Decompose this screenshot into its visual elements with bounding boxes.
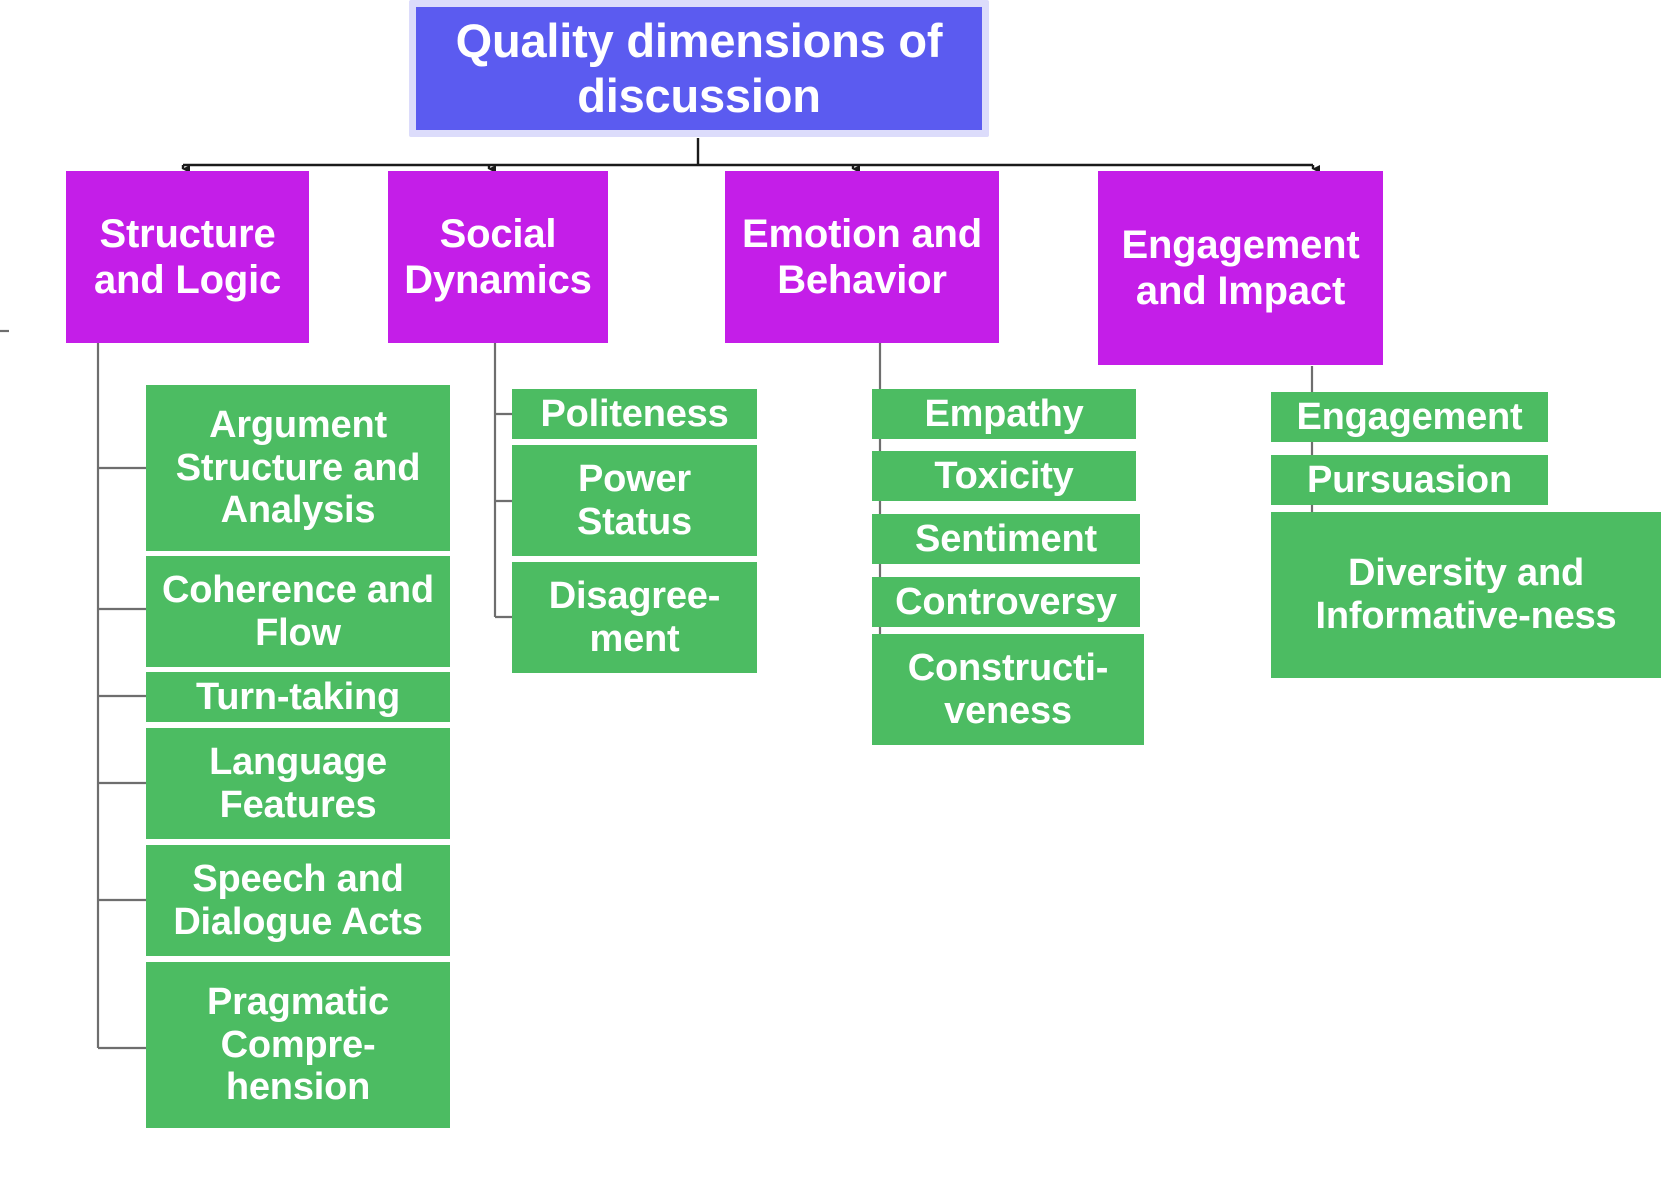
leaf-node-power-status[interactable]: Power Status	[512, 445, 757, 556]
category-node-structure-and-logic[interactable]: Structure and Logic	[66, 171, 309, 343]
category-node-emotion-and-behavior[interactable]: Emotion and Behavior	[725, 171, 999, 343]
leaf-node-sentiment[interactable]: Sentiment	[872, 514, 1140, 564]
leaf-node-diversity-and-informativeness[interactable]: Diversity and Informative-ness	[1271, 512, 1661, 678]
leaf-node-pragmatic-comprehension[interactable]: Pragmatic Compre-hension	[146, 962, 450, 1128]
branch-structure-and-logic	[96, 343, 146, 1050]
root-connector-group	[183, 138, 1313, 167]
leaf-node-speech-and-dialogue-acts[interactable]: Speech and Dialogue Acts	[146, 845, 450, 956]
leaf-node-toxicity[interactable]: Toxicity	[872, 451, 1136, 501]
leaf-node-disagreement[interactable]: Disagree-ment	[512, 562, 757, 673]
root-arrow-group	[181, 165, 1320, 173]
leaf-node-turn-taking[interactable]: Turn-taking	[146, 672, 450, 722]
leaf-node-argument-structure-and-analysis[interactable]: Argument Structure and Analysis	[146, 385, 450, 551]
leaf-node-pursuasion[interactable]: Pursuasion	[1271, 455, 1548, 505]
leaf-node-language-features[interactable]: Language Features	[146, 728, 450, 839]
leaf-node-politeness[interactable]: Politeness	[512, 389, 757, 439]
leaf-node-coherence-and-flow[interactable]: Coherence and Flow	[146, 556, 450, 667]
leaf-node-controversy[interactable]: Controversy	[872, 577, 1140, 627]
leaf-node-engagement[interactable]: Engagement	[1271, 392, 1548, 442]
category-node-social-dynamics[interactable]: Social Dynamics	[388, 171, 608, 343]
leaf-node-constructiveness[interactable]: Constructi-veness	[872, 634, 1144, 745]
leaf-node-empathy[interactable]: Empathy	[872, 389, 1136, 439]
category-node-engagement-and-impact[interactable]: Engagement and Impact	[1098, 171, 1383, 365]
branch-social-dynamics	[493, 343, 512, 619]
root-node[interactable]: Quality dimensions of discussion	[409, 0, 989, 137]
